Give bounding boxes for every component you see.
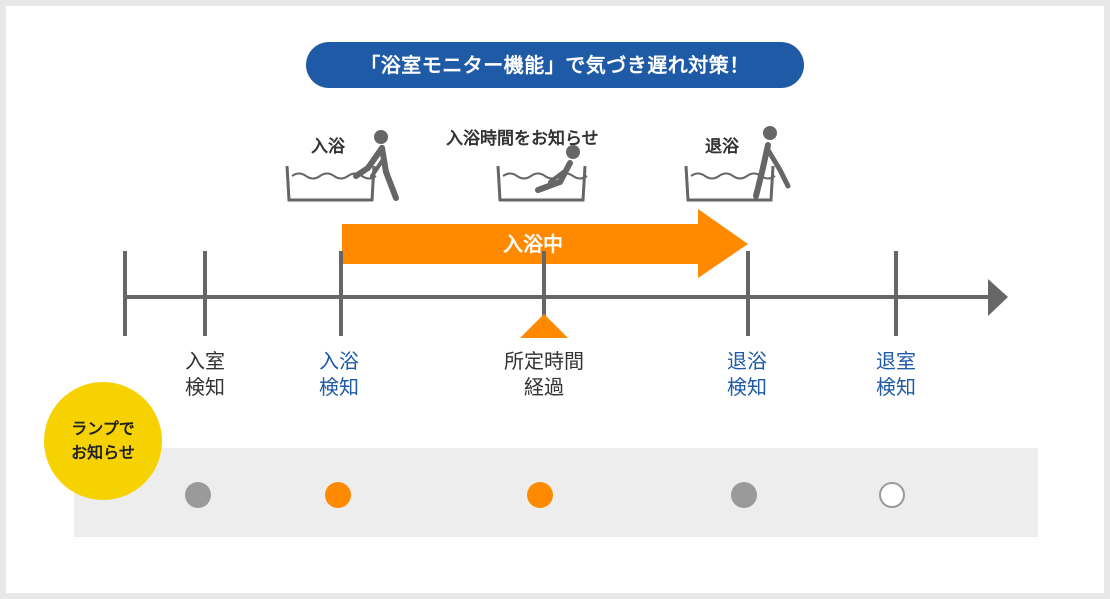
person-entering-bath-icon bbox=[285, 130, 399, 202]
axis-arrowhead bbox=[988, 279, 1008, 316]
timeline-label-bath-exit: 退浴検知 bbox=[727, 349, 767, 399]
lamp-time-elapsed bbox=[527, 482, 553, 508]
bathing-duration-arrow bbox=[342, 209, 748, 278]
person-bathing-icon bbox=[496, 145, 588, 202]
lamp-room-exit bbox=[879, 482, 905, 508]
scene-label-enter-bath: 入浴 bbox=[311, 137, 345, 157]
bathing-bar-label: 入浴中 bbox=[503, 232, 563, 256]
timeline-label-room-entry: 入室検知 bbox=[185, 349, 225, 399]
lamp-bath-entry bbox=[325, 482, 351, 508]
person-leaving-bath-icon bbox=[684, 126, 791, 202]
timeline-label-room-exit: 退室検知 bbox=[876, 349, 916, 399]
lamp-indicator-strip bbox=[74, 448, 1038, 537]
lamp-notice-badge: ランプで お知らせ bbox=[44, 382, 162, 500]
scene-label-bath-time-notice: 入浴時間をお知らせ bbox=[446, 129, 599, 149]
timeline-axis bbox=[123, 251, 990, 336]
elapsed-time-marker bbox=[520, 314, 568, 338]
timeline-label-time-elapsed: 所定時間経過 bbox=[504, 349, 584, 399]
lamp-bath-exit bbox=[731, 482, 757, 508]
timeline-label-bath-entry: 入浴検知 bbox=[319, 349, 359, 399]
title-banner: 「浴室モニター機能」で気づき遅れ対策！ bbox=[306, 42, 804, 88]
lamp-room-entry bbox=[185, 482, 211, 508]
scene-label-leave-bath: 退浴 bbox=[705, 137, 739, 157]
